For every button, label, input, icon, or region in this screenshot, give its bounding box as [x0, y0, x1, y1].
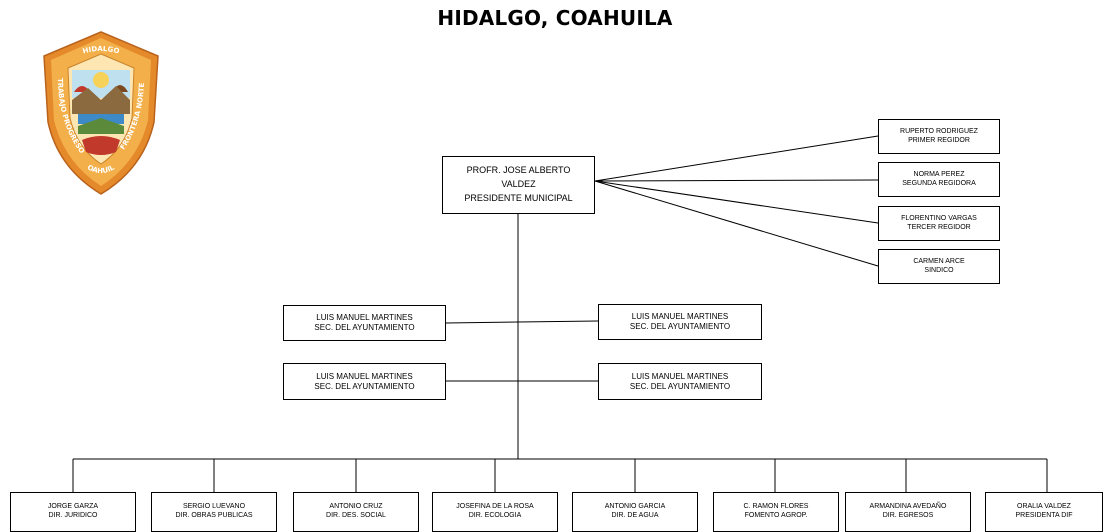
director-role: DIR. DES. SOCIAL — [326, 512, 386, 519]
secretary-role: SEC. DEL AYUNTAMIENTO — [629, 381, 731, 391]
director-name: ARMANDINA AVEDAÑO — [869, 503, 947, 511]
regidor-role: SINDICO — [924, 266, 954, 274]
secretary-box-3: LUIS MANUEL MARTINES SEC. DEL AYUNTAMIEN… — [283, 363, 446, 400]
secretary-name: LUIS MANUEL MARTINES — [316, 313, 413, 322]
director-role: FOMENTO AGROP. — [744, 512, 808, 519]
director-role: DIR. ECOLOGIA — [468, 512, 522, 519]
director-box-2: SERGIO LUEVANO DIR. OBRAS PUBLICAS — [151, 492, 277, 532]
regidor-box-4: CARMEN ARCE SINDICO — [878, 249, 1000, 284]
regidor-name: NORMA PEREZ — [913, 170, 965, 178]
connector-regidor-1 — [594, 135, 879, 182]
secretary-box-4: LUIS MANUEL MARTINES SEC. DEL AYUNTAMIEN… — [598, 363, 762, 400]
director-role: PRESIDENTA DIF — [1015, 512, 1073, 519]
director-name: JOSEFINA DE LA ROSA — [456, 503, 534, 511]
regidor-name: CARMEN ARCE — [913, 257, 965, 265]
president-name-line2: VALDEZ — [501, 179, 536, 190]
secretary-box-1: LUIS MANUEL MARTINES SEC. DEL AYUNTAMIEN… — [283, 305, 446, 341]
president-name-line1: PROFR. JOSE ALBERTO — [466, 165, 571, 176]
president-title: PRESIDENTE MUNICIPAL — [464, 192, 573, 203]
director-name: ANTONIO CRUZ — [329, 503, 383, 511]
regidor-role: TERCER REGIDOR — [907, 223, 971, 231]
secretary-role: SEC. DEL AYUNTAMIENTO — [314, 381, 415, 391]
connector-regidor-3 — [594, 180, 879, 224]
director-box-7: ARMANDINA AVEDAÑO DIR. EGRESOS — [845, 492, 971, 532]
connector-sec-row-1 — [445, 320, 599, 324]
president-box: PROFR. JOSE ALBERTO VALDEZ PRESIDENTE MU… — [442, 156, 595, 214]
director-name: JORGE GARZA — [47, 503, 99, 511]
director-name: SERGIO LUEVANO — [182, 503, 246, 511]
director-box-8: ORALIA VALDEZ PRESIDENTA DIF — [985, 492, 1103, 532]
director-name: ANTONIO GARCIA — [604, 503, 666, 511]
director-role: DIR. JURIDICO — [48, 512, 98, 519]
regidor-role: SEGUNDA REGIDORA — [902, 179, 976, 187]
director-box-4: JOSEFINA DE LA ROSA DIR. ECOLOGIA — [432, 492, 558, 532]
director-role: DIR. EGRESOS — [882, 512, 934, 519]
director-box-3: ANTONIO CRUZ DIR. DES. SOCIAL — [293, 492, 419, 532]
director-box-6: C. RAMON FLORES FOMENTO AGROP. — [713, 492, 839, 532]
regidor-box-1: RUPERTO RODRIGUEZ PRIMER REGIDOR — [878, 119, 1000, 154]
director-name: ORALIA VALDEZ — [1017, 503, 1071, 511]
director-box-5: ANTONIO GARCIA DIR. DE AGUA — [572, 492, 698, 532]
connector-regidor-4 — [594, 180, 879, 267]
svg-text:HIDALGO: HIDALGO — [82, 45, 120, 56]
secretary-box-2: LUIS MANUEL MARTINES SEC. DEL AYUNTAMIEN… — [598, 304, 762, 340]
coat-of-arms-logo: HIDALGO TRABAJO PROGRESO FRONTERA NORTE … — [38, 30, 159, 195]
secretary-name: LUIS MANUEL MARTINES — [316, 371, 413, 381]
director-role: DIR. DE AGUA — [611, 512, 659, 519]
secretary-role: SEC. DEL AYUNTAMIENTO — [629, 322, 731, 331]
regidor-role: PRIMER REGIDOR — [908, 136, 970, 144]
director-name: C. RAMON FLORES — [743, 503, 809, 511]
connector-regidor-2 — [594, 179, 879, 182]
director-box-1: JORGE GARZA DIR. JURIDICO — [10, 492, 136, 532]
secretary-role: SEC. DEL AYUNTAMIENTO — [314, 323, 415, 332]
regidor-box-2: NORMA PEREZ SEGUNDA REGIDORA — [878, 162, 1000, 197]
regidor-box-3: FLORENTINO VARGAS TERCER REGIDOR — [878, 206, 1000, 241]
regidor-name: RUPERTO RODRIGUEZ — [900, 127, 978, 135]
secretary-name: LUIS MANUEL MARTINES — [631, 371, 729, 381]
regidor-name: FLORENTINO VARGAS — [901, 214, 977, 222]
secretary-name: LUIS MANUEL MARTINES — [631, 312, 729, 321]
page-title: HIDALGO, COAHUILA — [437, 6, 673, 30]
director-role: DIR. OBRAS PUBLICAS — [175, 512, 253, 519]
